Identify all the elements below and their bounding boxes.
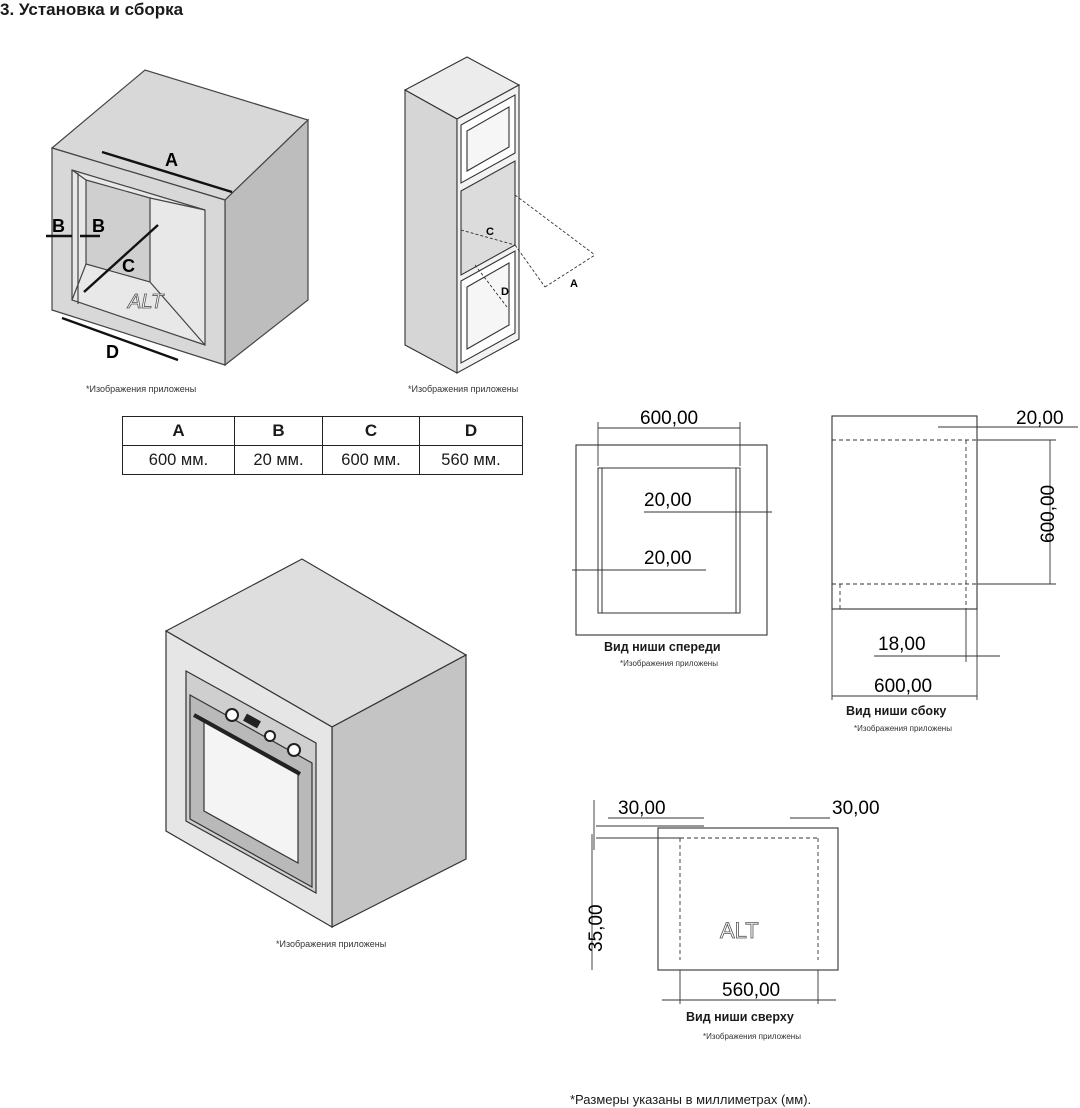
top-view-label: Вид ниши сверху <box>686 1010 794 1024</box>
caption-front-view: *Изображения приложены <box>620 659 718 668</box>
niche-edge <box>149 197 206 211</box>
letter-d: D <box>106 342 119 362</box>
table-header-row: A B C D <box>122 416 523 446</box>
caption-1: *Изображения приложены <box>86 384 197 394</box>
table-header: C <box>322 416 420 446</box>
letter-d-small: D <box>501 286 509 298</box>
table-row: 600 мм. 20 мм. 600 мм. 560 мм. <box>122 445 523 475</box>
dim-arrow-c <box>83 224 159 293</box>
dim-front-width: 600,00 <box>640 408 698 429</box>
oven-knob-middle <box>264 730 276 742</box>
oven-knob-left <box>225 708 239 722</box>
dim-front-side-gap-2: 20,00 <box>644 548 692 569</box>
letter-a-small: A <box>570 278 578 290</box>
caption-3: *Изображения приложены <box>276 939 387 949</box>
caption-top-view: *Изображения приложены <box>703 1032 801 1041</box>
dim-arrow-d <box>61 316 179 362</box>
dim-top-depth: 35,00 <box>586 904 607 952</box>
brand-logo: ALT <box>127 291 165 313</box>
dim-line <box>514 244 546 288</box>
top-view-diagram: 30,00 30,00 35,00 560,00 ALT <box>586 798 880 1004</box>
letter-a: A <box>165 150 178 170</box>
table-header: D <box>419 416 523 446</box>
caption-2: *Изображения приложены <box>408 384 519 394</box>
table-header: A <box>122 416 235 446</box>
niche-edge <box>71 169 87 181</box>
letter-c-small: C <box>486 226 494 238</box>
side-view-outer <box>831 415 978 610</box>
section-title: 3. Установка и сборка <box>0 0 184 19</box>
oven-display <box>243 713 261 729</box>
dim-side-top: 20,00 <box>1016 408 1064 429</box>
table-cell: 20 мм. <box>234 445 323 475</box>
table-cell: 560 мм. <box>419 445 523 475</box>
dim-top-width: 560,00 <box>722 980 780 1001</box>
dim-side-back: 18,00 <box>878 634 926 655</box>
letter-c: C <box>122 256 135 276</box>
oven-knob-right <box>287 743 301 757</box>
oven-handle <box>193 713 301 776</box>
dim-side-depth: 600,00 <box>874 676 932 697</box>
dim-line <box>514 194 596 256</box>
dimensions-table: A B C D 600 мм. 20 мм. 600 мм. 560 мм. <box>122 416 523 475</box>
front-view-label: Вид ниши спереди <box>604 640 721 654</box>
side-view-diagram: 20,00 600,00 18,00 600,00 <box>831 408 1078 700</box>
table-cell: 600 мм. <box>322 445 420 475</box>
column-cabinet-diagram: C D A <box>403 56 596 374</box>
dim-front-side-gap: 20,00 <box>644 490 692 511</box>
letter-b2: B <box>92 216 105 236</box>
front-view-diagram: 600,00 20,00 20,00 <box>572 408 772 636</box>
built-in-oven-diagram <box>164 558 468 929</box>
letter-b: B <box>52 216 65 236</box>
front-view-inner <box>597 467 741 614</box>
column-side <box>404 89 458 374</box>
dim-side-height: 600,00 <box>1038 485 1059 543</box>
top-view-outer <box>657 827 839 971</box>
table-cell: 600 мм. <box>122 445 235 475</box>
niche-edge <box>149 281 206 346</box>
caption-side-view: *Изображения приложены <box>854 724 952 733</box>
niche-isometric-diagram: A B B C D ALT <box>46 69 310 367</box>
dim-top-left: 30,00 <box>618 798 666 819</box>
dim-line <box>474 264 508 308</box>
column-top-door-panel <box>466 106 510 172</box>
dim-arrow-a <box>101 150 233 194</box>
column-bottom-door-panel <box>466 262 510 350</box>
footnote: *Размеры указаны в миллиметрах (мм). <box>570 1092 812 1107</box>
brand-logo-top-view: ALT <box>720 918 759 943</box>
side-view-label: Вид ниши сбоку <box>846 704 947 718</box>
dim-line <box>460 229 516 246</box>
table-header: B <box>234 416 323 446</box>
dim-top-right: 30,00 <box>832 798 880 819</box>
niche-edge <box>71 263 87 301</box>
